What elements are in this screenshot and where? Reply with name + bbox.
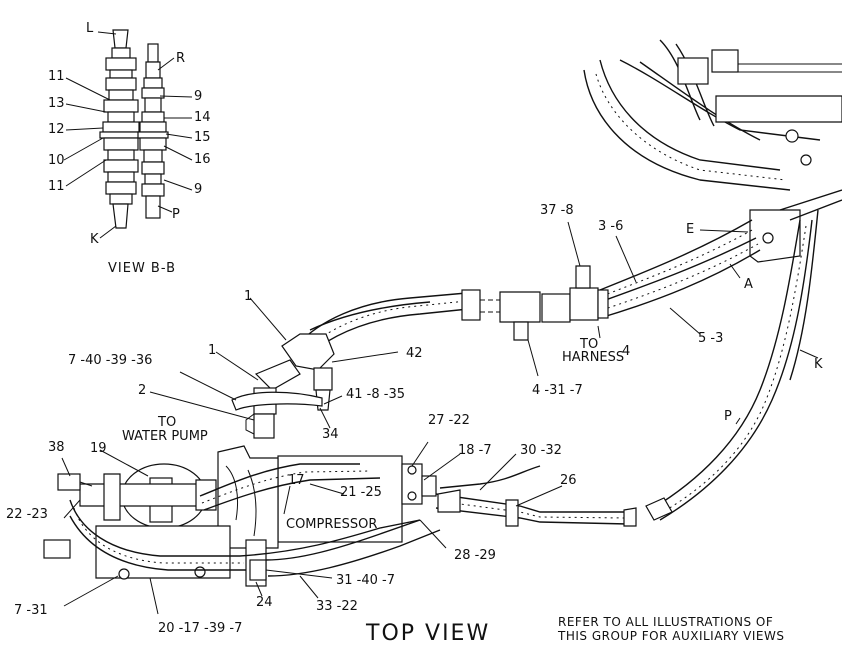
label-1b: 1	[208, 343, 217, 358]
label-18-7: 18 -7	[458, 443, 492, 458]
label-24: 24	[256, 595, 273, 610]
label-1a: 1	[244, 289, 253, 304]
label-19: 19	[90, 441, 107, 456]
label-to-harness-1: TO	[580, 337, 599, 352]
label-view-bb-L: L	[86, 21, 94, 36]
reference-note-line-2: THIS GROUP FOR AUXILIARY VIEWS	[558, 629, 785, 643]
label-view-bb-11a: 11	[48, 69, 65, 84]
label-view-bb-16: 16	[194, 152, 211, 167]
engine-bracket-area	[583, 39, 842, 263]
compressor-block	[217, 445, 437, 549]
view-bb-caption: VIEW B-B	[108, 261, 176, 276]
label-26: 26	[560, 473, 577, 488]
label-2: 2	[138, 383, 147, 398]
label-37-8: 37 -8	[540, 203, 574, 218]
label-view-bb-13: 13	[48, 96, 65, 111]
label-27-22: 27 -22	[428, 413, 470, 428]
upper-hose-run	[295, 265, 609, 363]
label-compressor: COMPRESSOR	[286, 517, 378, 532]
label-22-23: 22 -23	[6, 507, 48, 522]
label-to-harness-2: HARNESS	[562, 350, 625, 365]
label-view-bb-10: 10	[48, 153, 65, 168]
label-view-bb-12: 12	[48, 122, 65, 137]
hose-k-p	[645, 209, 819, 521]
label-view-bb-9a: 9	[194, 89, 203, 104]
label-P: P	[724, 409, 732, 424]
label-E: E	[686, 222, 695, 237]
label-20-17-39-7: 20 -17 -39 -7	[158, 621, 243, 636]
label-31-40-7: 31 -40 -7	[336, 573, 396, 588]
reference-note-line-1: REFER TO ALL ILLUSTRATIONS OF	[558, 615, 774, 629]
label-7-40-39-36: 7 -40 -39 -36	[68, 353, 153, 368]
label-28-29: 28 -29	[454, 548, 496, 563]
label-17: 17	[288, 473, 305, 488]
label-34: 34	[322, 427, 339, 442]
label-to-water-2: WATER PUMP	[122, 429, 208, 444]
lower-hoses	[69, 463, 637, 577]
hose-a-e	[599, 219, 761, 319]
label-7-31: 7 -31	[14, 603, 48, 618]
label-view-bb-P: P	[172, 207, 180, 222]
label-view-bb-R: R	[176, 51, 186, 66]
label-33-22: 33 -22	[316, 599, 358, 614]
label-A: A	[744, 277, 753, 292]
label-view-bb-11b: 11	[48, 179, 65, 194]
label-view-bb-9b: 9	[194, 182, 203, 197]
leader-lines	[61, 221, 819, 615]
view-bb-assembly	[63, 29, 193, 239]
label-30-32: 30 -32	[520, 443, 562, 458]
label-5-3: 5 -3	[698, 331, 724, 346]
label-21-25: 21 -25	[340, 485, 382, 500]
label-view-bb-15: 15	[194, 130, 211, 145]
diagram-title: TOP VIEW	[366, 621, 491, 646]
label-41-8-35: 41 -8 -35	[346, 387, 406, 402]
label-view-bb-14: 14	[194, 110, 211, 125]
elbow-fittings	[231, 333, 335, 439]
label-4-31-7: 4 -31 -7	[532, 383, 583, 398]
label-42: 42	[406, 346, 423, 361]
label-3-6: 3 -6	[598, 219, 624, 234]
label-view-bb-K: K	[90, 232, 99, 247]
water-pump-unit	[43, 463, 267, 587]
label-4: 4	[622, 344, 631, 359]
label-K: K	[814, 357, 823, 372]
label-38: 38	[48, 440, 65, 455]
label-to-water-1: TO	[158, 415, 177, 430]
